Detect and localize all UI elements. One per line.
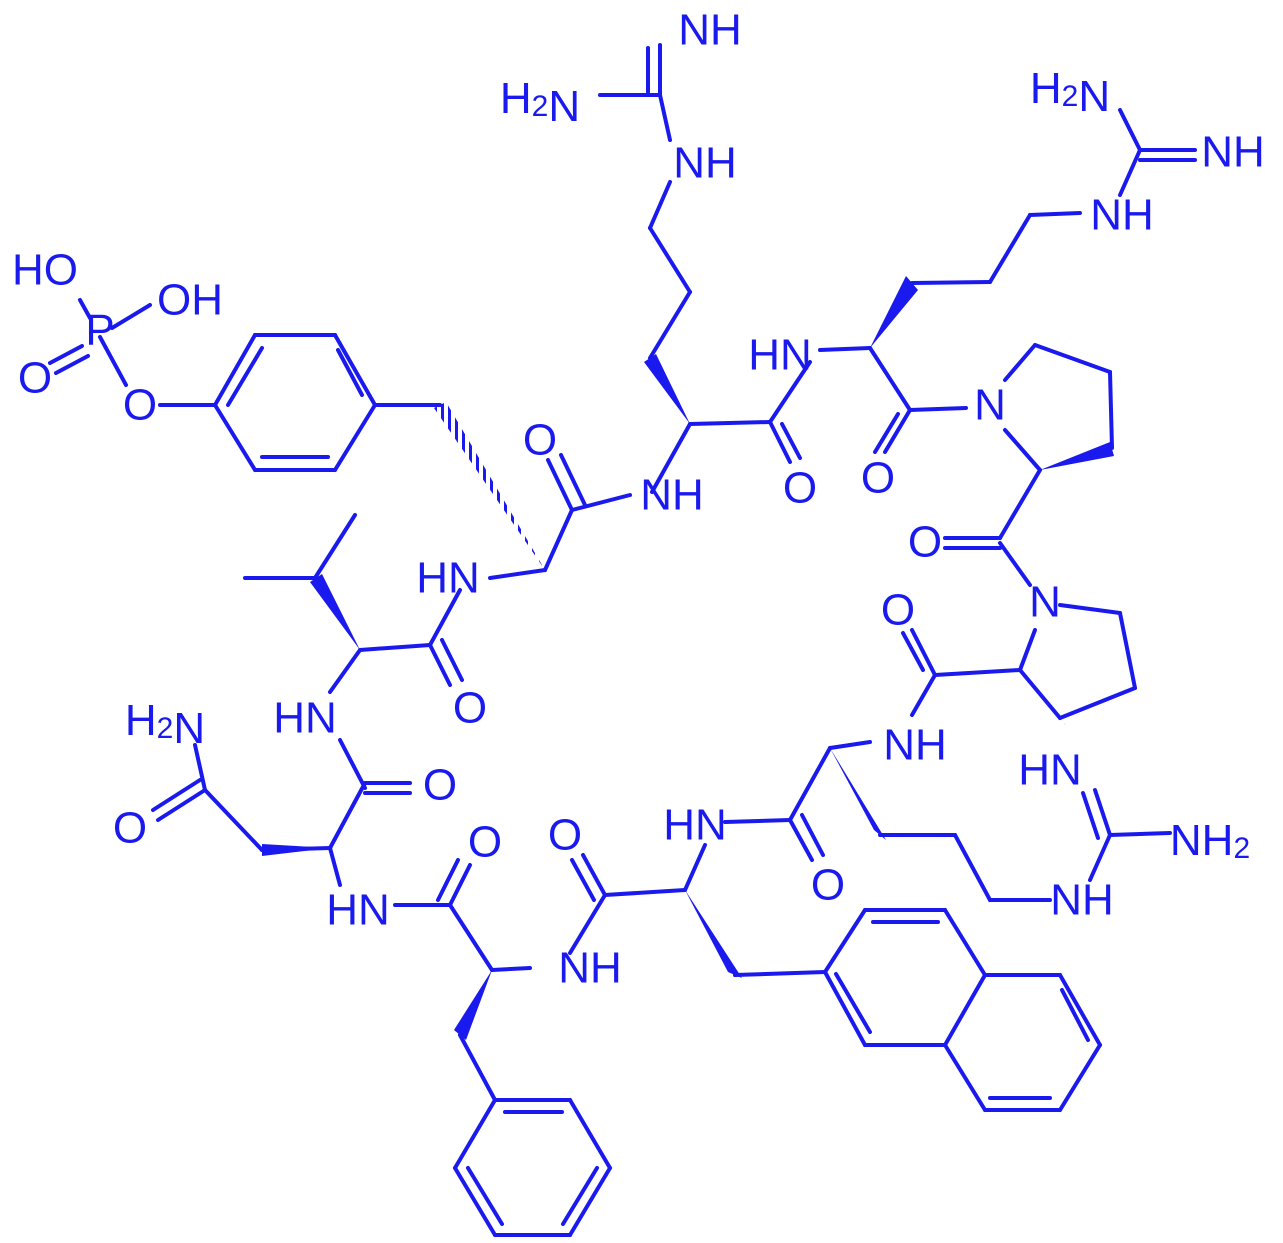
atom-o-asparagine-side: O: [113, 804, 147, 853]
atom-o-asparagine-backbone: O: [423, 761, 457, 810]
atom-oh-phosphate: OH: [157, 276, 223, 325]
atom-h2n-asparagine: H2N: [125, 696, 205, 753]
atom-o-arg3-carbonyl: O: [811, 861, 845, 910]
atom-nh-arg3-side: NH: [1050, 876, 1114, 925]
atom-labels: NH H2N NH H2N NH NH HO OH P O O HN O O N…: [12, 6, 1265, 993]
bond-lines: [48, 43, 1197, 1237]
atom-hn-arg3-amide: HN: [663, 801, 727, 850]
atom-hn-right-guanidine: HN: [1018, 746, 1082, 795]
atom-nh-nal-amide: NH: [558, 944, 622, 993]
atom-nh-arg1: NH: [673, 139, 737, 188]
atom-hn-phe-amide: HN: [326, 886, 390, 935]
atom-nh-arg3-amide: NH: [883, 721, 947, 770]
atom-h2n-top: H2N: [500, 74, 580, 131]
atom-o-phosphate-double: O: [18, 354, 52, 403]
stereo-wedges: [262, 276, 1114, 1040]
atom-hn-arg2-amide: HN: [748, 331, 812, 380]
atom-n-proline-1: N: [974, 381, 1006, 430]
atom-o-arg2-carbonyl: O: [861, 454, 895, 503]
atom-o-proline-2-carbonyl: O: [881, 586, 915, 635]
atom-nh-top: NH: [678, 6, 742, 55]
atom-nh-topright: NH: [1201, 128, 1265, 177]
atom-o-arg1-carbonyl-a: O: [523, 416, 557, 465]
atom-nh-arg1-amide: NH: [640, 471, 704, 520]
atom-hn-asparagine-amide: HN: [273, 694, 337, 743]
atom-o-arg1-carbonyl-b: O: [783, 464, 817, 513]
atom-phosphorus: P: [85, 306, 114, 355]
atom-n-proline-2: N: [1029, 578, 1061, 627]
atom-hn-valine: HN: [416, 554, 480, 603]
atom-o-phosphate-ester: O: [123, 381, 157, 430]
atom-o-nal-carbonyl: O: [548, 811, 582, 860]
atom-ho-phosphate: HO: [12, 246, 78, 295]
atom-nh2-right: NH2: [1170, 816, 1250, 865]
atom-o-proline-1-carbonyl: O: [908, 518, 942, 567]
atom-nh-arg2: NH: [1090, 191, 1154, 240]
atom-h2n-topright: H2N: [1030, 64, 1110, 121]
atom-o-phe-carbonyl: O: [468, 818, 502, 867]
atom-o-valine-carbonyl: O: [453, 684, 487, 733]
atom-h2n-top-text: H2N: [500, 74, 580, 131]
